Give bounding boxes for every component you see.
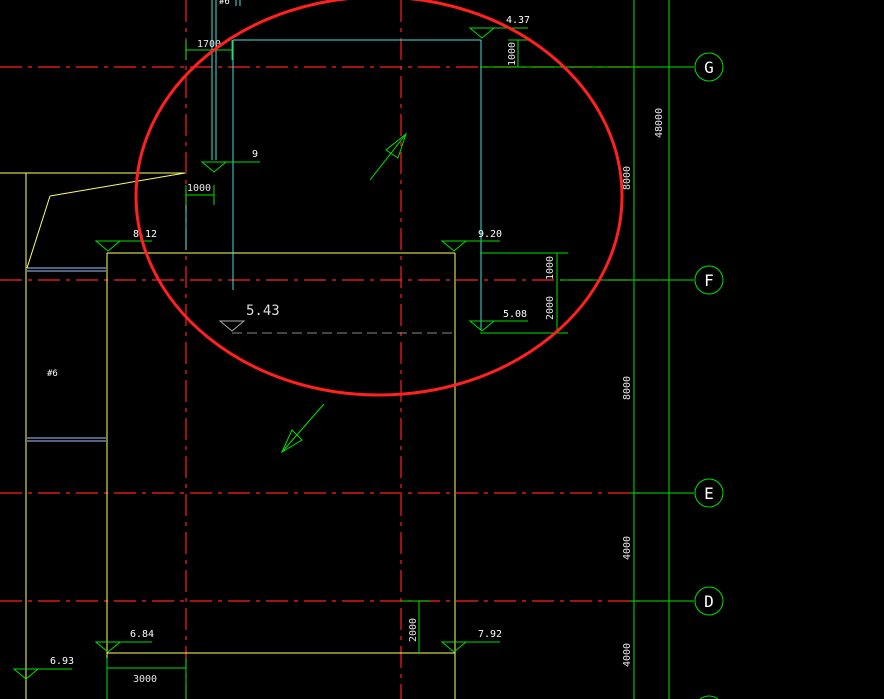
dim-2000-right: 2000 <box>545 296 556 320</box>
wall-double-lines <box>27 267 106 442</box>
elevation-markers <box>12 27 496 680</box>
elev-9-20: 9.20 <box>478 229 502 240</box>
elev-marker <box>468 27 496 39</box>
grid-bubble-e[interactable]: E <box>694 478 724 508</box>
building-outline <box>0 172 456 699</box>
cyan-lines <box>185 0 482 330</box>
elev-marker <box>94 641 122 653</box>
dim-4000-a: 4000 <box>622 536 633 560</box>
dimension-lines <box>14 0 694 699</box>
dimension-labels: 1700 1000 3000 1000 1000 2000 2000 8000 … <box>133 39 665 685</box>
slope-arrow-down-icon <box>280 403 325 454</box>
grid-bubble-label: E <box>704 484 714 503</box>
elev-marker <box>440 240 468 252</box>
elev-6-84: 6.84 <box>130 629 154 640</box>
elev-marker <box>218 320 246 332</box>
dim-4000-b: 4000 <box>622 643 633 667</box>
elev-marker <box>440 641 468 653</box>
dim-8000-b: 8000 <box>622 376 633 400</box>
room-label: #6 <box>47 369 58 379</box>
elev-5-08: 5.08 <box>503 309 527 320</box>
grid-bubble-label: G <box>704 58 714 77</box>
elev-marker <box>94 240 122 252</box>
dim-3000: 3000 <box>133 674 157 685</box>
dim-1000-left: 1000 <box>187 183 211 194</box>
dim-2000-bottom: 2000 <box>408 618 419 642</box>
grid-bubble-label: D <box>704 592 714 611</box>
grid-bubble-f[interactable]: F <box>694 265 724 295</box>
elev-4-37: 4.37 <box>506 15 530 26</box>
elev-7-92: 7.92 <box>478 629 502 640</box>
elev-5-43: 5.43 <box>246 303 280 319</box>
highlight-circle-icon <box>134 0 624 397</box>
dim-8000-a: 8000 <box>622 166 633 190</box>
elev-marker <box>468 320 496 332</box>
grid-bubble-partial <box>699 695 719 699</box>
elev-6-93: 6.93 <box>50 656 74 667</box>
grid-bubble-g[interactable]: G <box>694 52 724 82</box>
elev-marker <box>200 161 228 173</box>
grid-bubbles: G F E D <box>694 52 724 699</box>
dim-1700: 1700 <box>197 39 221 50</box>
slope-arrow-up-icon <box>369 132 408 181</box>
elev-8-12: 8.12 <box>133 229 157 240</box>
dim-48000: 48000 <box>654 108 665 138</box>
top-fragment-label: #6 <box>219 0 230 7</box>
elev-9: 9 <box>252 149 258 160</box>
axis-lines <box>0 0 640 699</box>
dim-1000-top: 1000 <box>507 42 518 66</box>
elevation-labels: 4.37 9 8.12 9.20 5.43 5.08 6.84 7.92 6.9… <box>50 15 530 667</box>
grid-bubble-d[interactable]: D <box>694 586 724 616</box>
dim-1000-right: 1000 <box>545 256 556 280</box>
grid-bubble-label: F <box>704 271 714 290</box>
elev-marker <box>12 668 40 680</box>
